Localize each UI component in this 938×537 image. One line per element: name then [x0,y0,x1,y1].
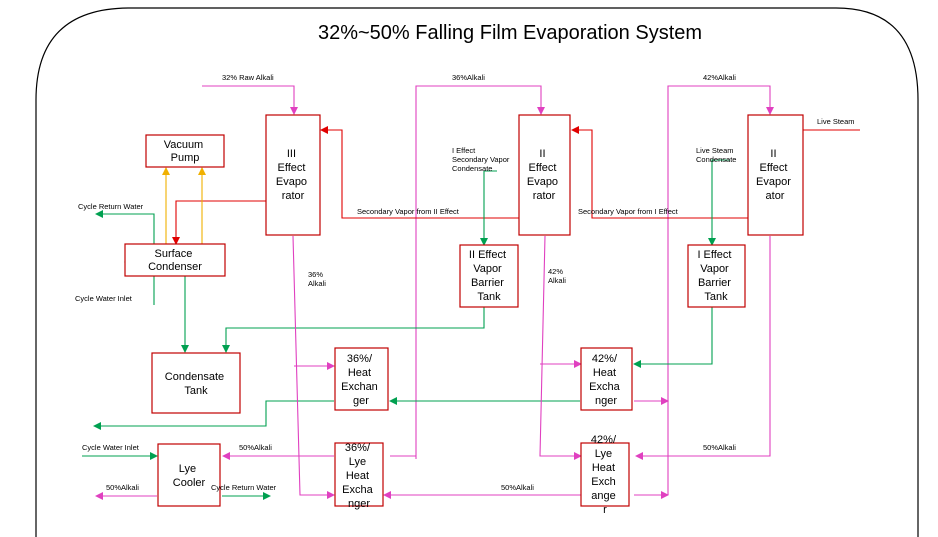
lye-heat-exchanger-42-label: 42%/ Lye Heat Exch ange r [591,434,619,516]
i-effect-condensate-line [480,170,497,246]
sec-vapor-i-line [571,126,748,219]
raw-alkali-feed-line [202,85,298,115]
lye-heat-exchanger-36-label: 36%/ Lye Heat Excha nger [342,442,376,510]
diagram-title: 32%~50% Falling Film Evaporation System [318,22,702,44]
alkali42-down-line [539,235,582,460]
alkali42-top-label: 42%Alkali [703,73,736,82]
evaporator-iii-box [265,114,321,236]
live-steam-condensate-label: Live Steam Condensate [696,146,736,164]
alkali36-mid-label: 36% Alkali [308,270,326,288]
sec-vapor-ii-label: Secondary Vapor from II Effect [357,207,460,216]
alkali36-top-line [415,85,545,459]
barrier2-to-condensate-line [222,307,485,353]
cycle-return-water-line [95,210,155,258]
alkali50-mid-label: 50%Alkali [501,483,534,492]
barrier1-to-hx42-line [633,307,713,368]
evaporator-i-box [747,114,804,236]
raw-alkali-label: 32% Raw Alkali [222,73,274,82]
heat-exchanger-42-box [580,347,633,411]
cycle-return-water-bottom-label: Cycle Return Water [211,483,277,492]
lye-heat-exchanger-42-box [580,442,630,507]
alkali50-lye-label: 50%Alkali [239,443,272,452]
barrier-tank-i-label: I Effect Vapor Barrier Tank [697,249,734,303]
alkali50-right-label: 50%Alkali [703,443,736,452]
surface-condenser-box [124,243,226,277]
cycle-water-inlet-label: Cycle Water Inlet [75,294,133,303]
lye-heat-exchanger-36-box [334,442,384,507]
alkali42-top-line [667,85,774,495]
barrier-tank-ii-label: II Effect Vapor Barrier Tank [469,249,509,303]
alkali50-right-line [635,236,771,460]
alkali50-out-label: 50%Alkali [106,483,139,492]
cycle-return-water-label: Cycle Return Water [78,202,144,211]
alkali42-mid-label: 42% Alkali [548,267,566,285]
vapor-to-condenser-line [172,200,278,245]
evaporator-i-label: II Effect Evapor ator [756,148,794,202]
alkali36-top-label: 36%Alkali [452,73,485,82]
cycle-water-inlet-bottom-label: Cycle Water Inlet [82,443,140,452]
barrier-tank-ii-box [459,244,519,308]
lye-cooler-box [157,443,221,507]
sec-vapor-i-label: Secondary Vapor from I Effect [578,207,679,216]
alkali36-down-line [292,235,335,499]
outer-frame [35,7,919,537]
live-steam-condensate-line [708,159,730,246]
heat-exchanger-36-box [334,347,389,411]
barrier-tank-i-box [687,244,746,308]
sec-vapor-ii-line [320,126,520,219]
evaporator-iii-label: III Effect Evapo rator [276,148,310,202]
heat-exchanger-42-label: 42%/ Heat Excha nger [589,353,623,407]
i-effect-condensate-label: I Effect Secondary Vapor Condensate [452,146,512,173]
lye-cooler-label: Lye Cooler [173,463,206,489]
surface-condenser-label: Surface Condenser [148,248,202,273]
vacuum-pump-box [145,134,225,168]
live-steam-label: Live Steam [817,117,855,126]
condensate-tank-box [151,352,241,414]
evaporator-ii-label: II Effect Evapo rator [527,148,561,202]
heat-exchanger-36-label: 36%/ Heat Exchan ger [341,353,381,407]
condensate-tank-label: Condensate Tank [165,371,227,397]
evaporator-ii-box [518,114,571,236]
vacuum-pump-label: Vacuum Pump [164,139,207,164]
hx36-condensate-out-line [93,400,334,430]
